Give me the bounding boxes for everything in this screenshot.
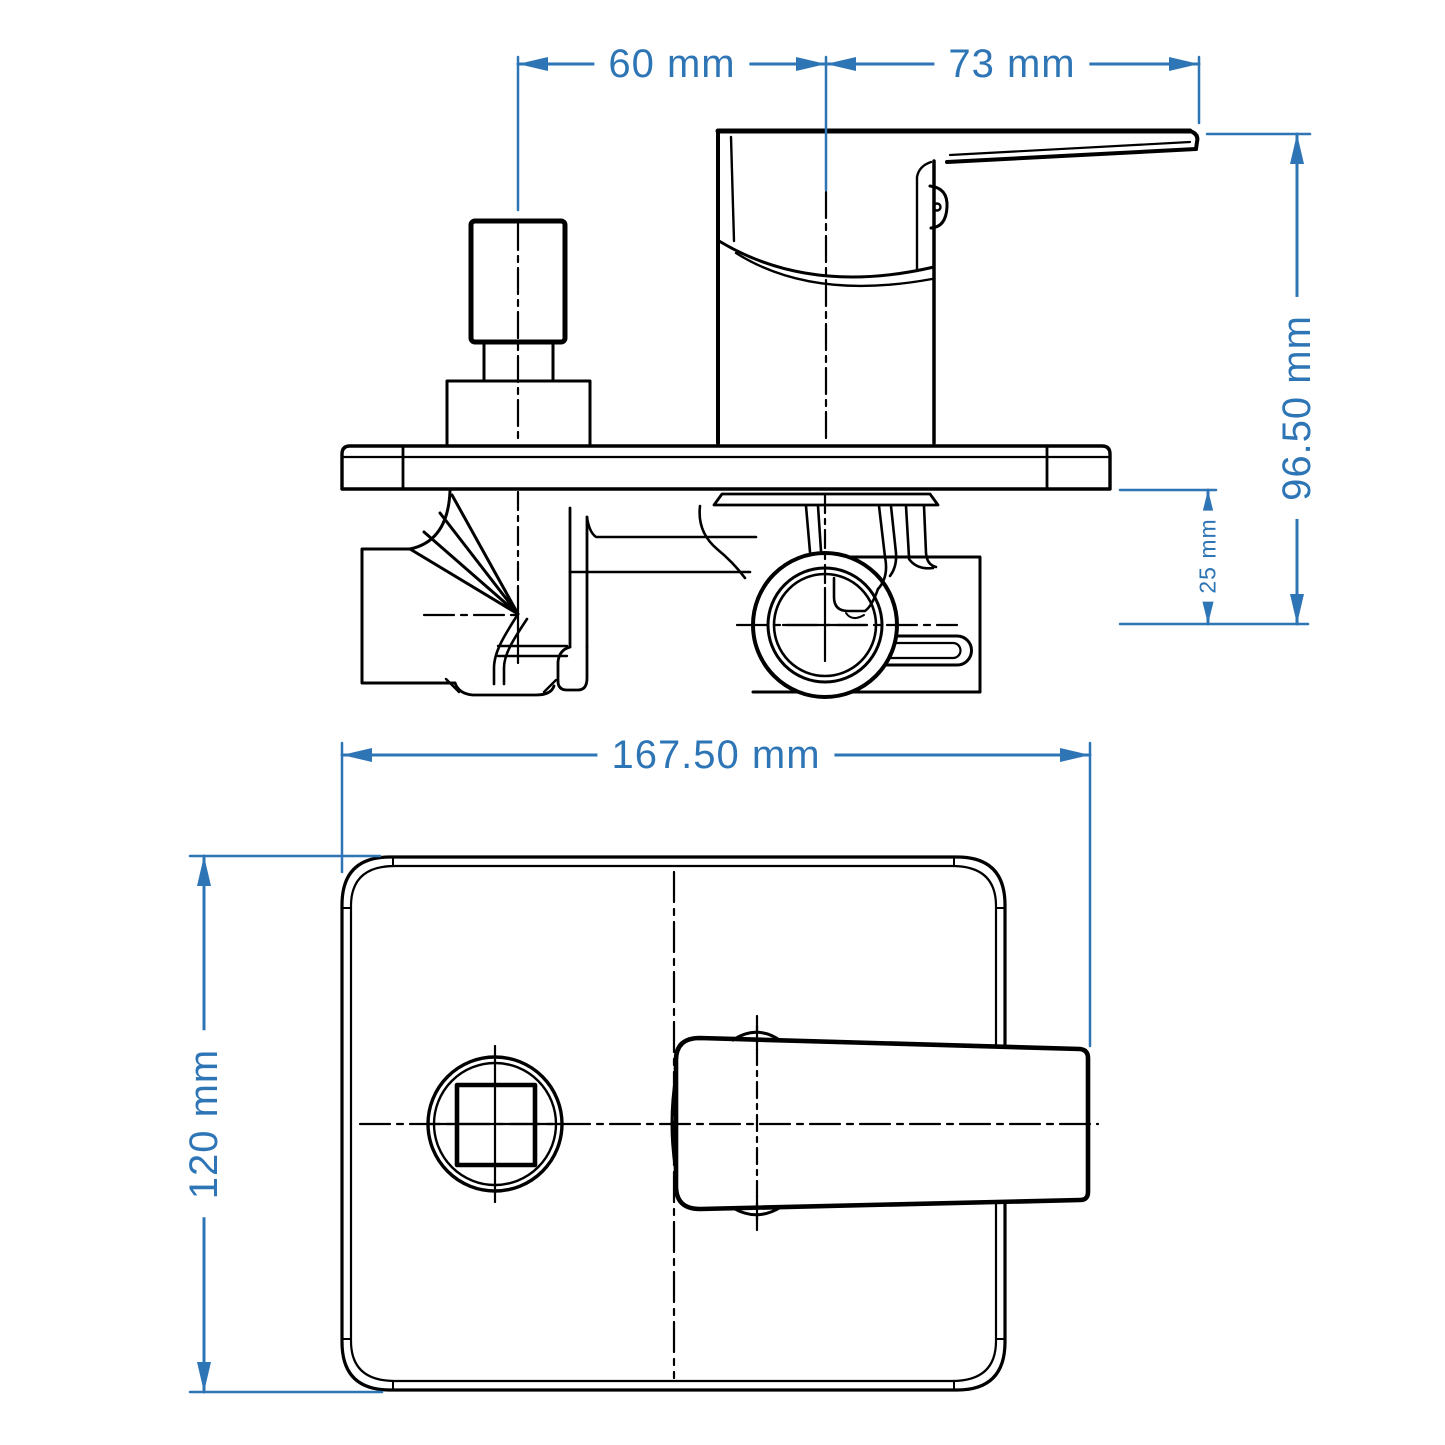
- plan-view-drawing: [340, 855, 1100, 1392]
- dimension-73mm-label: 73 mm: [934, 42, 1090, 86]
- dimension-25mm-label: 25 mm: [1195, 510, 1221, 602]
- dimension-60mm-label: 60 mm: [594, 42, 750, 86]
- dimension-96-50mm-label: 96.50 mm: [1275, 297, 1319, 519]
- dimension-167-50mm-label: 167.50 mm: [597, 733, 835, 777]
- dimension-120mm-label: 120 mm: [182, 1030, 226, 1218]
- side-view-drawing: [340, 128, 1200, 699]
